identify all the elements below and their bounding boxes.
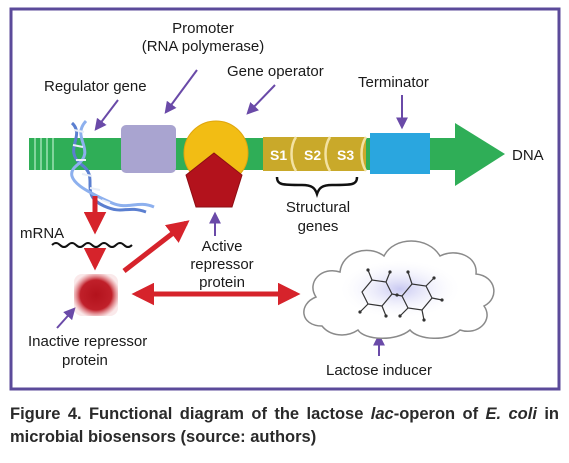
lactose-molecule — [342, 261, 458, 322]
active-repressor-label-line1: Active — [202, 238, 243, 255]
structural-genes-block — [263, 136, 368, 172]
mrna-label: mRNA — [20, 225, 64, 242]
active-repressor-label-line2: repressor — [190, 256, 253, 273]
structural-genes-brace — [275, 176, 359, 198]
lactose-inducer-label: Lactose inducer — [326, 362, 432, 379]
active-repressor-shape — [185, 152, 243, 208]
mrna-strand — [51, 242, 133, 248]
structural-genes-label-line2: genes — [298, 218, 339, 235]
regulator-gene-helix — [70, 119, 155, 214]
figure-caption: Figure 4. Functional diagram of the lact… — [10, 403, 559, 449]
structural-genes-label-line1: Structural — [286, 199, 350, 216]
regulator-gene-pointer — [94, 99, 119, 131]
gene-operator-pointer — [246, 84, 276, 115]
terminator-block — [370, 133, 430, 174]
dna-label: DNA — [512, 147, 544, 164]
s2-label: S2 — [304, 147, 321, 163]
promoter-block — [121, 125, 176, 173]
inactive-repressor-pointer — [56, 307, 76, 329]
caption-suffix: in microbial biosensors (source: authors… — [10, 405, 560, 446]
terminator-label: Terminator — [358, 74, 429, 91]
inactive-repressor-label-line1: Inactive repressor — [28, 333, 147, 350]
regulator-gene-label: Regulator gene — [44, 78, 147, 95]
caption-lac: lac — [370, 405, 394, 423]
caption-mid: -operon of — [393, 405, 486, 423]
inactive-repressor-shape — [74, 274, 118, 316]
s3-label: S3 — [337, 147, 354, 163]
s1-label: S1 — [270, 147, 287, 163]
caption-prefix: Figure 4. Functional diagram of the lact… — [10, 405, 371, 423]
caption-ecoli: E. coli — [485, 405, 537, 423]
promoter-label-line1: Promoter — [172, 20, 234, 37]
active-repressor-label-line3: protein — [199, 274, 245, 291]
inactive-repressor-label-line2: protein — [62, 352, 108, 369]
inactive-to-active-arrow — [122, 220, 190, 273]
gene-operator-label: Gene operator — [227, 63, 324, 80]
promoter-pointer — [164, 69, 198, 114]
promoter-label-line2: (RNA polymerase) — [142, 38, 265, 55]
